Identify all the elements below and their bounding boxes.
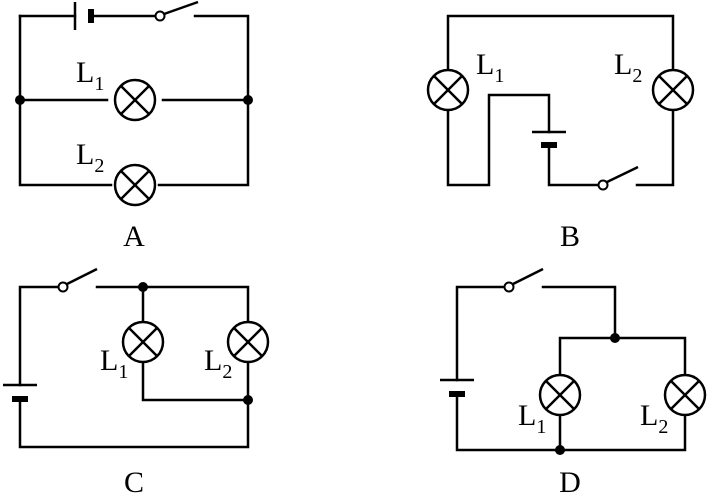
circuit-b-switch [597, 165, 639, 191]
circuit-a-switch [154, 0, 199, 22]
circuit-b-battery [532, 130, 566, 148]
circuit-a-battery [73, 2, 94, 30]
circuit-c-junction-right [243, 395, 253, 405]
circuit-c-caption: C [124, 466, 144, 499]
circuit-a-label-l2: L2 [76, 138, 104, 177]
circuit-d: L1 L2 D [440, 267, 707, 499]
circuit-c-lamp-l2 [226, 320, 270, 364]
circuit-b: L1 L2 B [426, 14, 695, 253]
circuit-a-label-l1: L1 [76, 56, 104, 95]
circuit-d-junction-bottom [555, 445, 565, 455]
circuit-c-junction-top [138, 282, 148, 292]
circuit-a-junction-left [15, 95, 25, 105]
circuit-d-caption: D [559, 466, 581, 499]
circuit-d-lamp-l1 [538, 373, 582, 417]
circuit-b-lamp-l1 [426, 68, 470, 112]
circuit-d-wires [455, 285, 687, 452]
circuit-d-label-l1: L1 [518, 399, 546, 438]
circuit-b-wires [446, 14, 675, 187]
circuit-c-battery [3, 383, 37, 402]
circuit-c: L1 L2 C [3, 267, 270, 499]
circuit-d-switch [503, 267, 544, 293]
circuit-d-lamp-l2 [663, 373, 707, 417]
circuit-a-lamp-l1 [113, 78, 157, 122]
circuit-a: L1 L2 A [15, 0, 253, 253]
circuit-c-lamp-l1 [121, 320, 165, 364]
circuit-a-lamp-l2 [113, 163, 157, 207]
circuit-b-label-l1: L1 [476, 48, 504, 87]
circuit-d-label-l2: L2 [640, 399, 668, 438]
circuit-b-caption: B [560, 220, 580, 253]
circuit-d-junction-top [610, 333, 620, 343]
circuit-c-label-l1: L1 [100, 344, 128, 383]
circuit-b-lamp-l2 [651, 68, 695, 112]
circuit-d-battery [440, 378, 474, 397]
circuit-a-junction-right [243, 95, 253, 105]
circuit-a-caption: A [123, 220, 145, 253]
circuit-b-label-l2: L2 [614, 48, 642, 87]
circuit-c-switch [57, 267, 98, 293]
circuit-c-label-l2: L2 [204, 344, 232, 383]
